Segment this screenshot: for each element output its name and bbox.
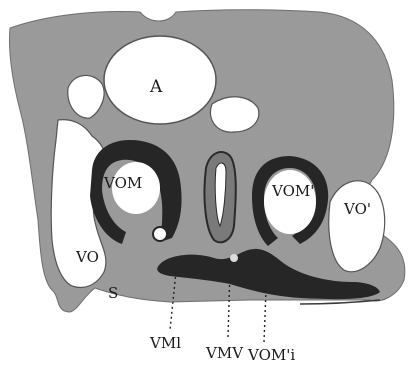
label-VO-left: VO (75, 248, 99, 266)
label-VOM-left: VOM (103, 174, 142, 192)
lamina-line (300, 300, 380, 304)
label-VOMi: VOM'i (247, 346, 295, 364)
label-S: S (108, 284, 118, 302)
cavity-upper-right (210, 97, 258, 132)
VMV-spot (230, 254, 238, 262)
label-A: A (149, 77, 163, 97)
label-VMl: VMl (149, 334, 181, 352)
label-VO-right: VO' (343, 200, 371, 218)
organ-VOM-right-lumen (264, 170, 316, 234)
organ-VOM-left-small-hole (153, 227, 167, 241)
label-VOM-right: VOM' (271, 182, 314, 200)
label-VMV: VMV (205, 344, 244, 362)
